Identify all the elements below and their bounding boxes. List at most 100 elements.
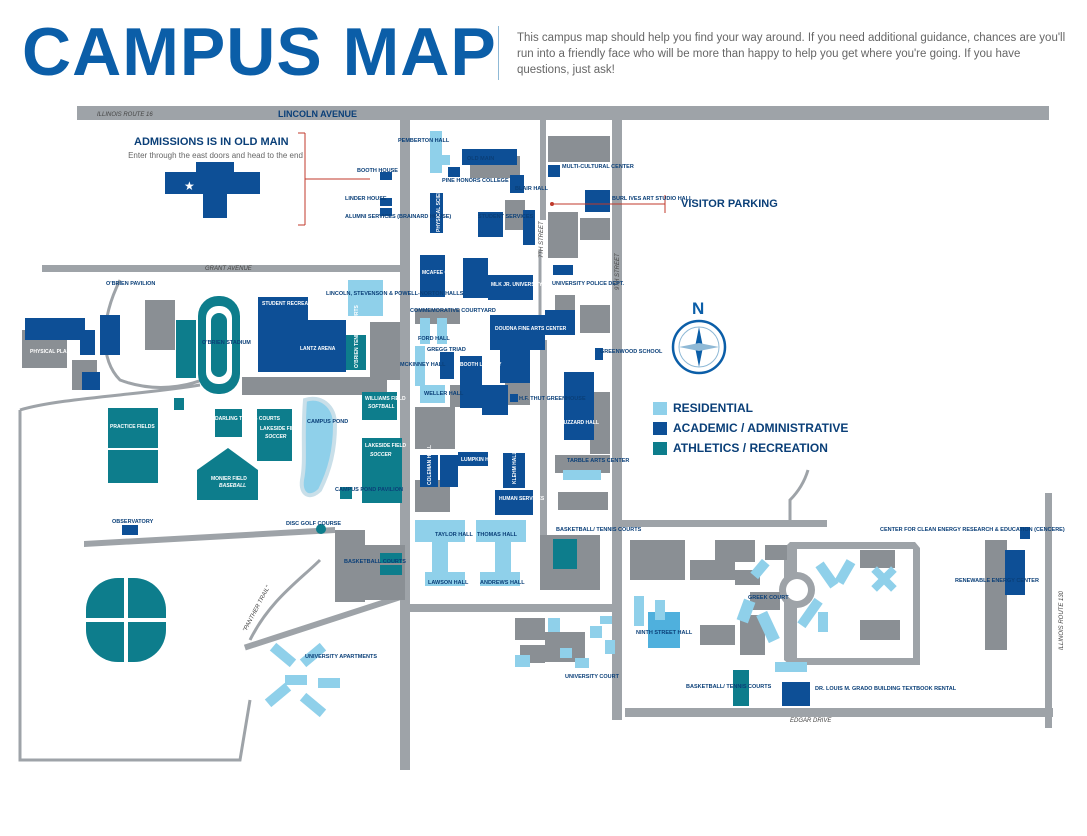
label-baseball: BASEBALL: [219, 483, 246, 489]
gray-buildings: [22, 136, 1007, 663]
ninth-street-road: [612, 120, 622, 720]
edgar-drive-road: [625, 708, 1053, 717]
label-disc-golf: DISC GOLF COURSE: [286, 521, 341, 527]
road-label-seventh: 7TH STREET: [539, 220, 545, 258]
page-title: CAMPUS MAP: [22, 14, 497, 90]
label-thomas: THOMAS HALL: [477, 532, 518, 538]
darling-tennis-courts: [215, 409, 242, 437]
label-commemorative: COMMEMORATIVE COURTYARD: [410, 308, 496, 314]
campus-inner-road: [540, 340, 547, 540]
label-blair: BLAIR HALL: [515, 186, 549, 192]
greek-roundabout-center: [786, 579, 808, 601]
compass-icon: N: [671, 299, 727, 375]
label-intramural: INTRAMURAL FIELDS: [106, 618, 159, 624]
apartments-road: [243, 592, 408, 651]
label-lakeside-east: LAKESIDE FIELD: [365, 443, 407, 449]
road-label-grant: GRANT AVENUE: [205, 266, 253, 272]
label-softball: SOFTBALL: [368, 404, 395, 410]
admissions-callout-line: [298, 132, 666, 226]
visitor-parking-callout: VISITOR PARKING: [681, 198, 778, 210]
label-pemberton: PEMBERTON HALL: [398, 138, 450, 144]
label-obrien-pavilion: O'BRIEN PAVILION: [106, 281, 155, 287]
label-obrien-stadium: O'BRIEN STADIUM: [202, 340, 251, 346]
label-obrien-tennis: O'BRIEN TENNIS COURTS: [354, 304, 360, 368]
legend-item-athletics: ATHLETICS / RECREATION: [653, 438, 848, 458]
label-burl-ives: BURL IVES ART STUDIO HALL: [612, 196, 693, 202]
label-soccer: SOCCER: [265, 434, 287, 440]
label-mlk: MLK JR. UNIVERSITY UNION: [491, 282, 560, 288]
label-basketball-tennis-1: BASKETBALL/ TENNIS COURTS: [556, 527, 642, 533]
label-soccer2: SOCCER: [370, 452, 392, 458]
label-honors: PINE HONORS COLLEGE: [442, 178, 509, 184]
map-legend: RESIDENTIAL ACADEMIC / ADMINISTRATIVE AT…: [653, 398, 848, 458]
label-grado: DR. LOUIS M. GRADO BUILDING TEXTBOOK REN…: [815, 686, 957, 692]
label-lincoln-stevenson: LINCOLN, STEVENSON & POWELL-NORTON HALLS: [326, 291, 464, 297]
label-andrews: ANDREWS HALL: [480, 580, 525, 586]
label-multicultural: MULTI-CULTURAL CENTER: [562, 164, 634, 170]
route130-road: [1045, 493, 1052, 728]
label-linder: LINDER HOUSE: [345, 196, 387, 202]
old-main-illustration: ★: [165, 162, 260, 218]
label-buzzard: BUZZARD HALL: [560, 420, 599, 426]
label-doudna: DOUDNA FINE ARTS CENTER: [495, 326, 567, 332]
label-student-services: STUDENT SERVICES: [478, 214, 534, 220]
label-booth-house: BOOTH HOUSE: [357, 168, 398, 174]
compass-north-label: N: [692, 299, 704, 318]
svg-text:★: ★: [184, 179, 195, 193]
label-ford: FORD HALL: [418, 336, 450, 342]
road-label-edgar: EDGAR DRIVE: [790, 718, 832, 724]
label-human-services: HUMAN SERVICES: [499, 496, 545, 502]
label-alumni: ALUMNI SERVICES (BRAINARD HOUSE): [345, 214, 451, 220]
academic-buildings: ★: [25, 149, 1030, 706]
road-label-ninth: 9TH STREET: [615, 252, 621, 290]
intramural-fields: [86, 578, 166, 662]
lakeside-field-soccer: [257, 409, 292, 461]
williams-field: [362, 392, 397, 420]
legend-item-residential: RESIDENTIAL: [653, 398, 848, 418]
label-life-science: LIFE SCIENCE: [485, 418, 520, 424]
legend-item-academic: ACADEMIC / ADMINISTRATIVE: [653, 418, 848, 438]
legend-label: ATHLETICS / RECREATION: [673, 441, 828, 455]
obrien-tennis-courts: [346, 335, 366, 370]
label-physical-plant: PHYSICAL PLANT: [30, 349, 73, 355]
road-label-route16: ILLINOIS ROUTE 16: [97, 112, 153, 118]
campus-map[interactable]: ★: [0, 98, 1087, 836]
label-mckinney: MCKINNEY HALL: [400, 362, 446, 368]
road-label-lincoln: LINCOLN AVENUE: [278, 109, 357, 119]
label-pond-pavilion: CAMPUS POND PAVILION: [335, 487, 403, 493]
label-university-court: UNIVERSITY COURT: [565, 674, 620, 680]
label-practice-fields: PRACTICE FIELDS: [110, 424, 155, 430]
residential-buildings: [264, 131, 897, 718]
grant-avenue-road: [42, 265, 404, 272]
label-observatory: OBSERVATORY: [112, 519, 154, 525]
lincoln-avenue-road: [77, 106, 1049, 120]
lakeside-field-east: [362, 438, 402, 503]
label-university-apartments: UNIVERSITY APARTMENTS: [305, 654, 377, 660]
label-monier: MONIER FIELD: [211, 476, 247, 482]
legend-swatch: [653, 421, 667, 435]
label-renewable: RENEWABLE ENERGY CENTER: [955, 578, 1039, 584]
label-weller: WELLER HALL: [424, 391, 464, 397]
label-tarble: TARBLE ARTS CENTER: [567, 458, 629, 464]
road-label-route130: ILLINOIS ROUTE 130: [1059, 590, 1065, 650]
label-physical-science: PHYSICAL SCIENCE: [436, 183, 442, 232]
legend-swatch: [653, 441, 667, 455]
roads: [42, 106, 1053, 770]
legend-label: RESIDENTIAL: [673, 401, 754, 415]
label-darling: DARLING TENNIS COURTS: [215, 416, 281, 422]
label-greek-court: GREEK COURT: [748, 595, 789, 601]
south-road: [405, 604, 615, 612]
label-student-rec: STUDENT RECREATION CENTER: [262, 301, 342, 307]
label-thut: H.F. THUT GREENHOUSE: [519, 396, 586, 402]
label-concere: CENTER FOR CLEAN ENERGY RESEARCH & EDUCA…: [880, 527, 1065, 533]
label-gregg: GREGG TRIAD: [427, 347, 466, 353]
intro-text: This campus map should help you find you…: [517, 32, 1066, 76]
label-lawson: LAWSON HALL: [428, 580, 469, 586]
ninth-street-pond: [648, 612, 680, 648]
label-williams: WILLIAMS FIELD: [365, 396, 406, 402]
practice-fields: [108, 408, 158, 483]
label-taylor: TAYLOR HALL: [435, 532, 474, 538]
label-police: UNIVERSITY POLICE DEPT.: [552, 281, 624, 287]
label-klehm: KLEHM HALL: [512, 452, 518, 485]
label-mcafee: MCAFEE GYM: [422, 270, 456, 276]
